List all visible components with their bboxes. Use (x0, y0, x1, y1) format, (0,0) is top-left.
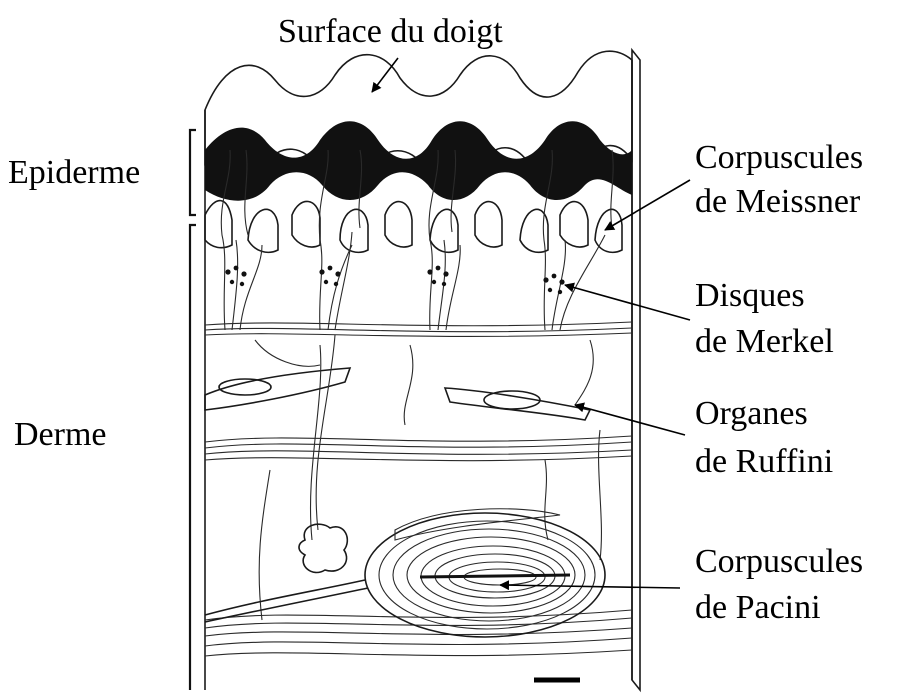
upper-nerve-plexus (205, 322, 632, 336)
label-epiderme: Epiderme (8, 154, 140, 191)
middle-nerve-plexus (205, 436, 632, 461)
label-merkel-line2: de Merkel (695, 323, 834, 360)
merkel-disc-target (543, 274, 564, 295)
label-surface-du-doigt: Surface du doigt (278, 13, 503, 50)
merkel-disc-clusters (225, 266, 564, 295)
arrow-meissner (605, 180, 690, 230)
label-meissner-line2: de Meissner (695, 183, 861, 220)
block-side-face (632, 50, 640, 690)
ruffini-organ-right (445, 388, 590, 420)
arrow-merkel (565, 285, 690, 320)
dermal-papillae (205, 201, 622, 253)
label-ruffini-line2: de Ruffini (695, 443, 833, 480)
label-pacini-line2: de Pacini (695, 589, 821, 626)
epiderme-bracket (190, 130, 196, 215)
arrow-pacini (500, 585, 680, 588)
pointer-lines (372, 58, 690, 588)
label-ruffini-line1: Organes (695, 395, 808, 432)
label-derme: Derme (14, 416, 107, 453)
pacini-core (420, 575, 570, 577)
free-ending-corpuscle (299, 524, 347, 572)
skin-block (190, 50, 640, 690)
labels: Surface du doigt Epiderme Derme Corpuscu… (8, 13, 863, 626)
pacini-axon (205, 580, 365, 615)
label-meissner-line1: Corpuscules (695, 139, 863, 176)
epidermis-dark-band (205, 121, 632, 200)
arrow-surface (372, 58, 398, 92)
arrow-ruffini (575, 405, 685, 435)
derme-bracket (190, 225, 196, 690)
label-pacini-line1: Corpuscules (695, 543, 863, 580)
label-merkel-line1: Disques (695, 277, 805, 314)
